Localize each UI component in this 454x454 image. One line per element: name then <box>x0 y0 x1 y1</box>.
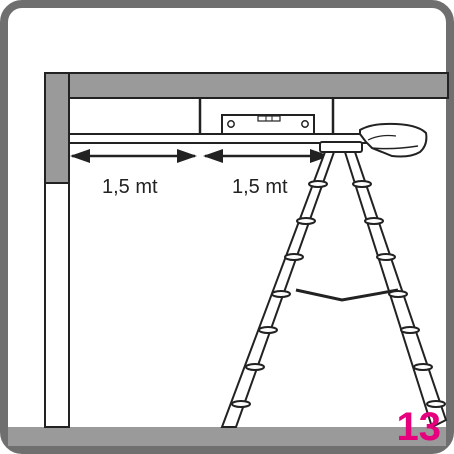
dimension-label-right: 1,5 mt <box>232 176 288 198</box>
dimension-label-left: 1,5 mt <box>102 176 158 198</box>
spirit-level-icon <box>221 114 315 135</box>
door-jamb <box>44 182 70 428</box>
motor-head-icon <box>359 122 428 158</box>
side-wall <box>44 72 70 184</box>
dimension-arrow-left <box>70 149 197 163</box>
ceiling-wall <box>44 72 449 99</box>
floor <box>8 427 446 446</box>
stepladder-icon <box>220 141 448 429</box>
step-number: 13 <box>397 405 442 449</box>
dimension-arrow-right <box>203 149 330 163</box>
